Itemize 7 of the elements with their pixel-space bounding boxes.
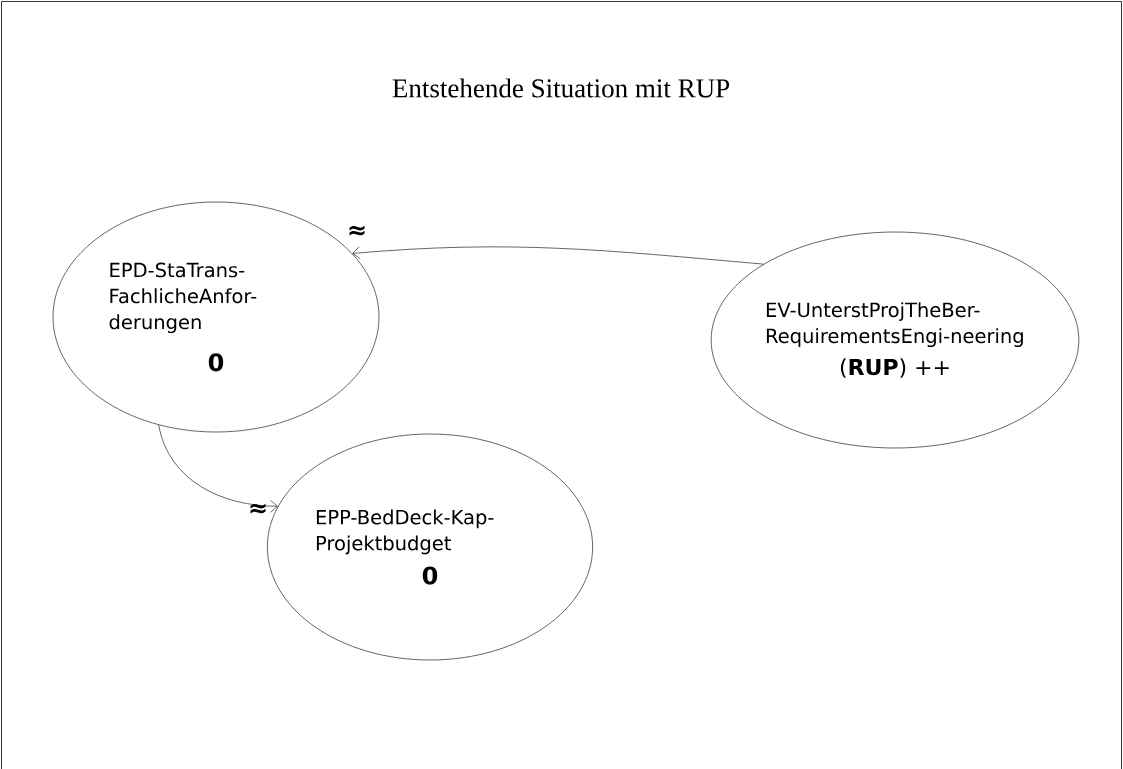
approx-sign: ≈ [349,225,365,236]
approx-sign: ≈ [250,503,266,514]
ellipse-node: EV-UnterstProjTheBer-RequirementsEngi-neering (RUP) ++ [710,231,1080,449]
title: Entstehende Situation mit RUP [392,78,730,98]
ellipse-node: EPP-BedDeck-Kap-Projektbudget 0 [267,433,593,661]
arrow [158,424,278,513]
arrow [352,246,764,265]
